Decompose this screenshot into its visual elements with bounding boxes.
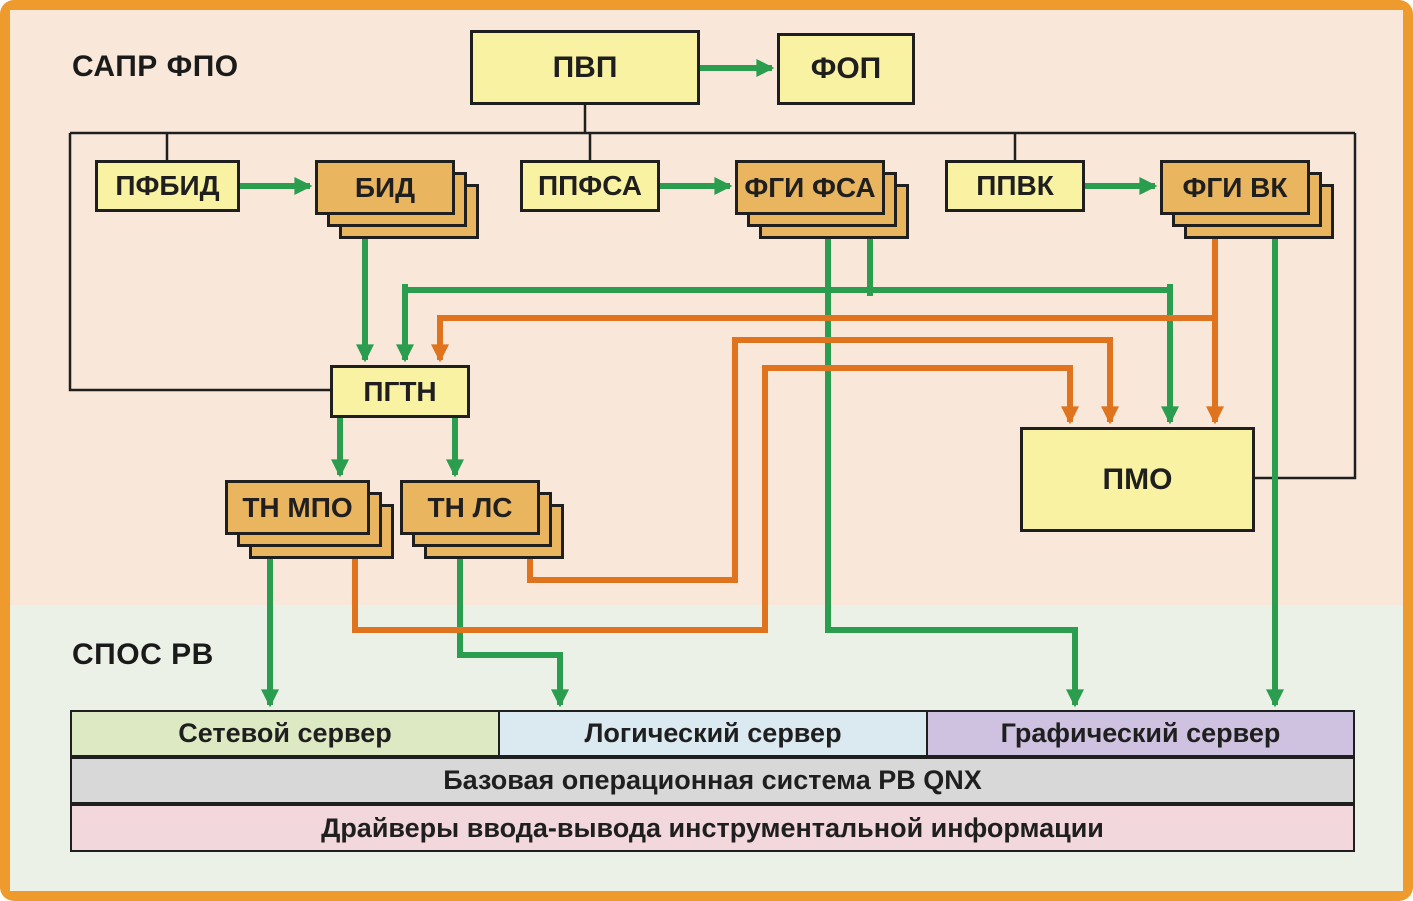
section-title-spos-rv: СПОС РВ <box>72 638 214 671</box>
arrow-tnmpo-to-pmo <box>352 365 1079 633</box>
arrow-tnls-to-logic-server <box>457 557 569 708</box>
node-fgi-vk-label: ФГИ ВК <box>1182 171 1288 203</box>
server-network-label: Сетевой сервер <box>178 718 392 748</box>
node-bid-label: БИД <box>354 171 416 203</box>
node-tn-ls: ТН ЛС <box>400 480 540 535</box>
node-ppfsa: ППФСА <box>520 160 660 212</box>
os-layer-label: Базовая операционная система РВ QNX <box>443 765 982 795</box>
node-fop-label: ФОП <box>810 52 882 85</box>
server-logic-label: Логический сервер <box>584 718 842 748</box>
node-fgi-fsa-label: ФГИ ФСА <box>744 171 876 203</box>
node-fop: ФОП <box>777 33 915 105</box>
node-pgtn: ПГТН <box>330 365 470 418</box>
node-tn-ls-stack: ТН ЛС <box>400 480 564 559</box>
server-logic: Логический сервер <box>498 710 928 757</box>
node-pfbid-label: ПФБИД <box>115 170 220 201</box>
node-bid-stack: БИД <box>315 160 479 239</box>
os-layer: Базовая операционная система РВ QNX <box>70 757 1355 804</box>
node-pvp-label: ПВП <box>552 50 618 84</box>
node-pmo-label: ПМО <box>1102 462 1173 496</box>
node-ppfsa-label: ППФСА <box>538 170 642 201</box>
node-fgi-vk: ФГИ ВК <box>1160 160 1310 215</box>
arrow-fgivk-to-pgtn <box>431 315 1218 363</box>
drivers-layer: Драйверы ввода-вывода инструментальной и… <box>70 804 1355 852</box>
line-bus-to-pgtn <box>68 133 330 392</box>
node-tn-mpo-stack: ТН МПО <box>225 480 394 559</box>
server-graphic: Графический сервер <box>926 710 1355 757</box>
node-tn-mpo-label: ТН МПО <box>242 491 353 523</box>
node-tn-ls-label: ТН ЛС <box>427 491 513 523</box>
line-bus-to-pmo <box>1255 133 1357 480</box>
node-ppvk: ППВК <box>945 160 1085 212</box>
node-tn-mpo: ТН МПО <box>225 480 370 535</box>
node-bid: БИД <box>315 160 455 215</box>
node-pfbid: ПФБИД <box>95 160 240 212</box>
node-pmo: ПМО <box>1020 427 1255 532</box>
node-pvp: ПВП <box>470 30 700 105</box>
arrow-tnls-to-pmo <box>527 337 1119 583</box>
drivers-layer-label: Драйверы ввода-вывода инструментальной и… <box>321 812 1104 843</box>
node-fgi-fsa-stack: ФГИ ФСА <box>735 160 909 239</box>
server-network: Сетевой сервер <box>70 710 500 757</box>
node-fgi-vk-stack: ФГИ ВК <box>1160 160 1334 239</box>
section-title-sapr-fpo: САПР ФПО <box>72 50 239 83</box>
node-pgtn-label: ПГТН <box>363 375 437 407</box>
node-fgi-fsa: ФГИ ФСА <box>735 160 885 215</box>
node-ppvk-label: ППВК <box>976 170 1054 201</box>
arrow-fgifsa-to-graphic-server <box>825 237 1084 708</box>
server-graphic-label: Графический сервер <box>1000 718 1281 748</box>
